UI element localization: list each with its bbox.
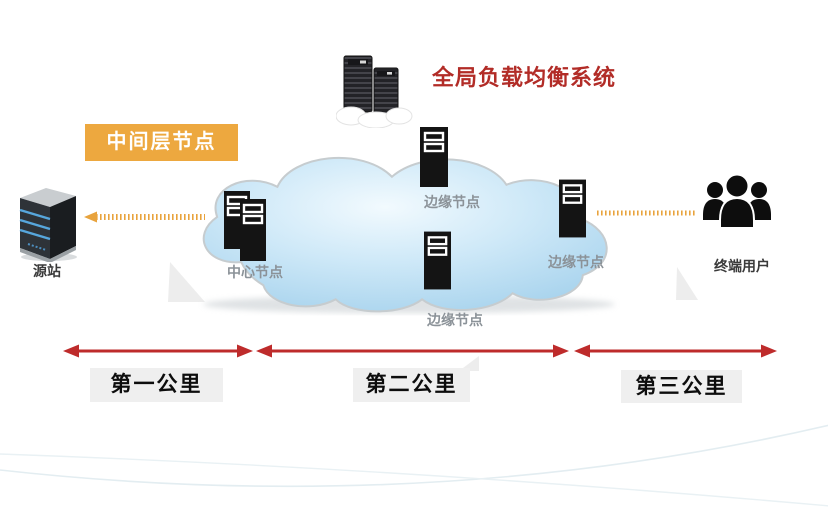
background-swoosh-curves bbox=[0, 424, 828, 507]
edge-node-right-label: 边缘节点 bbox=[548, 254, 604, 270]
callout-triangle-left bbox=[168, 262, 205, 302]
mile-label-third: 第三公里 bbox=[621, 370, 742, 403]
callout-triangle-right bbox=[676, 267, 698, 300]
server-towers-on-cloud-icon bbox=[336, 55, 413, 128]
mile-label-first: 第一公里 bbox=[90, 368, 223, 402]
middle-layer-badge: 中间层节点 bbox=[85, 124, 238, 161]
edge-node-bottom-label: 边缘节点 bbox=[427, 312, 483, 328]
edge-node-bottom-icon bbox=[424, 231, 451, 290]
end-user-label: 终端用户 bbox=[714, 258, 770, 274]
dotted-arrow-to-origin bbox=[84, 211, 205, 223]
center-node-icon bbox=[224, 191, 266, 261]
user-group-icon bbox=[703, 173, 771, 229]
edge-node-top-icon bbox=[420, 127, 448, 187]
mile-label-second: 第二公里 bbox=[353, 368, 470, 402]
center-node-label: 中心节点 bbox=[227, 264, 283, 280]
edge-node-top-label: 边缘节点 bbox=[424, 194, 480, 210]
dotted-line-to-users bbox=[597, 210, 697, 216]
cdn-cloud bbox=[202, 157, 615, 314]
callout-triangle-middle bbox=[459, 356, 479, 371]
origin-label: 源站 bbox=[33, 263, 61, 279]
page-title: 全局负载均衡系统 bbox=[432, 65, 617, 90]
mile-arrows bbox=[63, 344, 777, 358]
origin-server-icon bbox=[19, 188, 77, 262]
edge-node-right-icon bbox=[559, 179, 586, 238]
